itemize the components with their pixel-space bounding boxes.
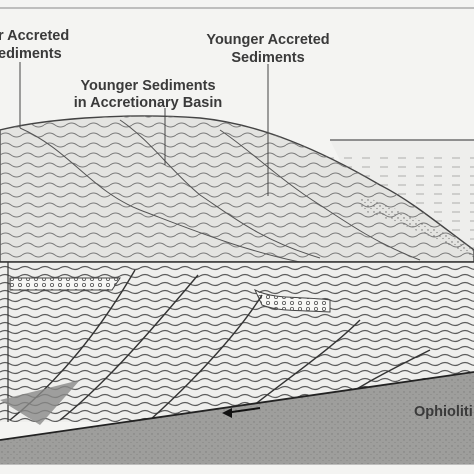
label-older-accreted-1: r Accreted: [0, 28, 69, 44]
label-younger-accreted-2: Sediments: [231, 50, 304, 66]
label-older-accreted-2: ediments: [0, 46, 62, 62]
oceanic-slab: [0, 371, 474, 464]
label-basin-1: Younger Sediments: [80, 78, 215, 94]
label-basin-2: in Accretionary Basin: [74, 95, 223, 111]
leader-lines: [19, 62, 269, 196]
label-younger-accreted-1: Younger Accreted: [206, 32, 329, 48]
label-ophiolite: Ophioliti: [414, 404, 473, 420]
dotted-beds: [9, 277, 331, 313]
labels: r Accreted ediments Younger Accreted Sed…: [0, 28, 473, 420]
prism-surface: [0, 115, 474, 263]
